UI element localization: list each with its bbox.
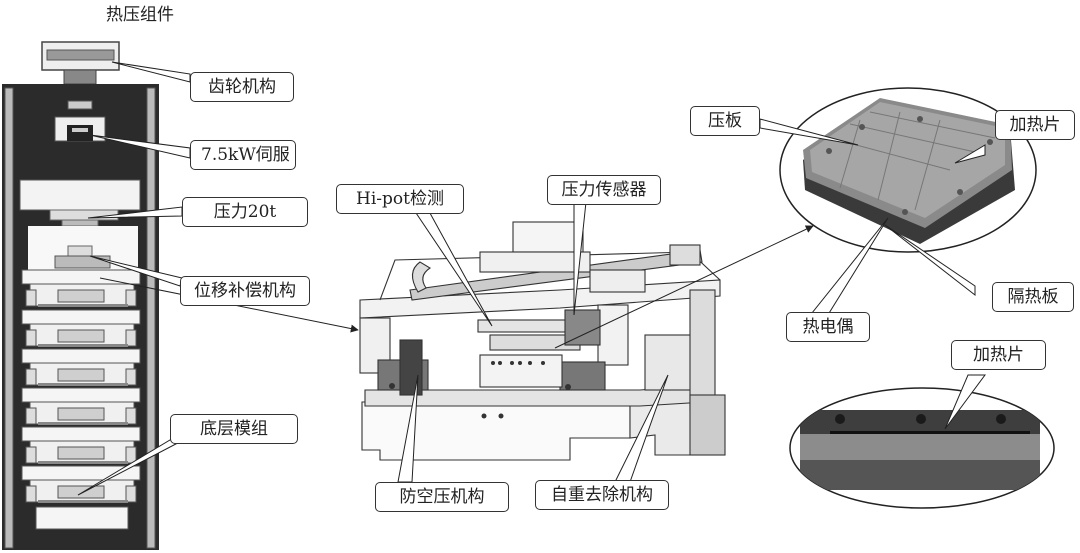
gear-mount: [63, 69, 97, 85]
tower-layer: [21, 426, 141, 464]
callout-heater-bottom: 加热片: [951, 340, 1046, 370]
arrow-to-heating-plate: [554, 225, 814, 349]
callout-anti-air: 防空压机构: [375, 482, 509, 512]
tower-layer: [21, 309, 141, 347]
callout-gear: 齿轮机构: [190, 72, 294, 102]
bottom-module-block: [35, 506, 129, 530]
heating-plate-detail: [779, 87, 1037, 253]
callout-self-weight: 自重去除机构: [535, 480, 669, 510]
tower-layer: [21, 465, 141, 503]
hot-press-tower: [2, 41, 159, 550]
callout-pressure: 压力20t: [182, 197, 308, 227]
tower-layer: [21, 348, 141, 386]
upper-press-plate: [19, 179, 141, 211]
callout-displacement: 位移补偿机构: [180, 276, 310, 306]
press-head-assembly: [359, 221, 726, 461]
tower-layer: [21, 387, 141, 425]
callout-heater-top: 加热片: [995, 110, 1075, 140]
module-stack: [21, 269, 141, 503]
heating-plate-section: [789, 387, 1055, 509]
callout-insulation: 隔热板: [992, 282, 1074, 312]
callout-thermocouple: 热电偶: [786, 312, 870, 342]
callout-pressure-sensor: 压力传感器: [547, 175, 661, 205]
callout-press-plate: 压板: [690, 106, 760, 136]
diagram-title: 热压组件: [106, 5, 174, 25]
gear-teeth: [46, 49, 115, 61]
callout-bottom-module: 底层模组: [170, 414, 298, 444]
tower-layer: [21, 269, 141, 307]
callout-hipot: Hi-pot检测: [336, 184, 464, 214]
callout-servo: 7.5kW伺服: [190, 140, 296, 170]
